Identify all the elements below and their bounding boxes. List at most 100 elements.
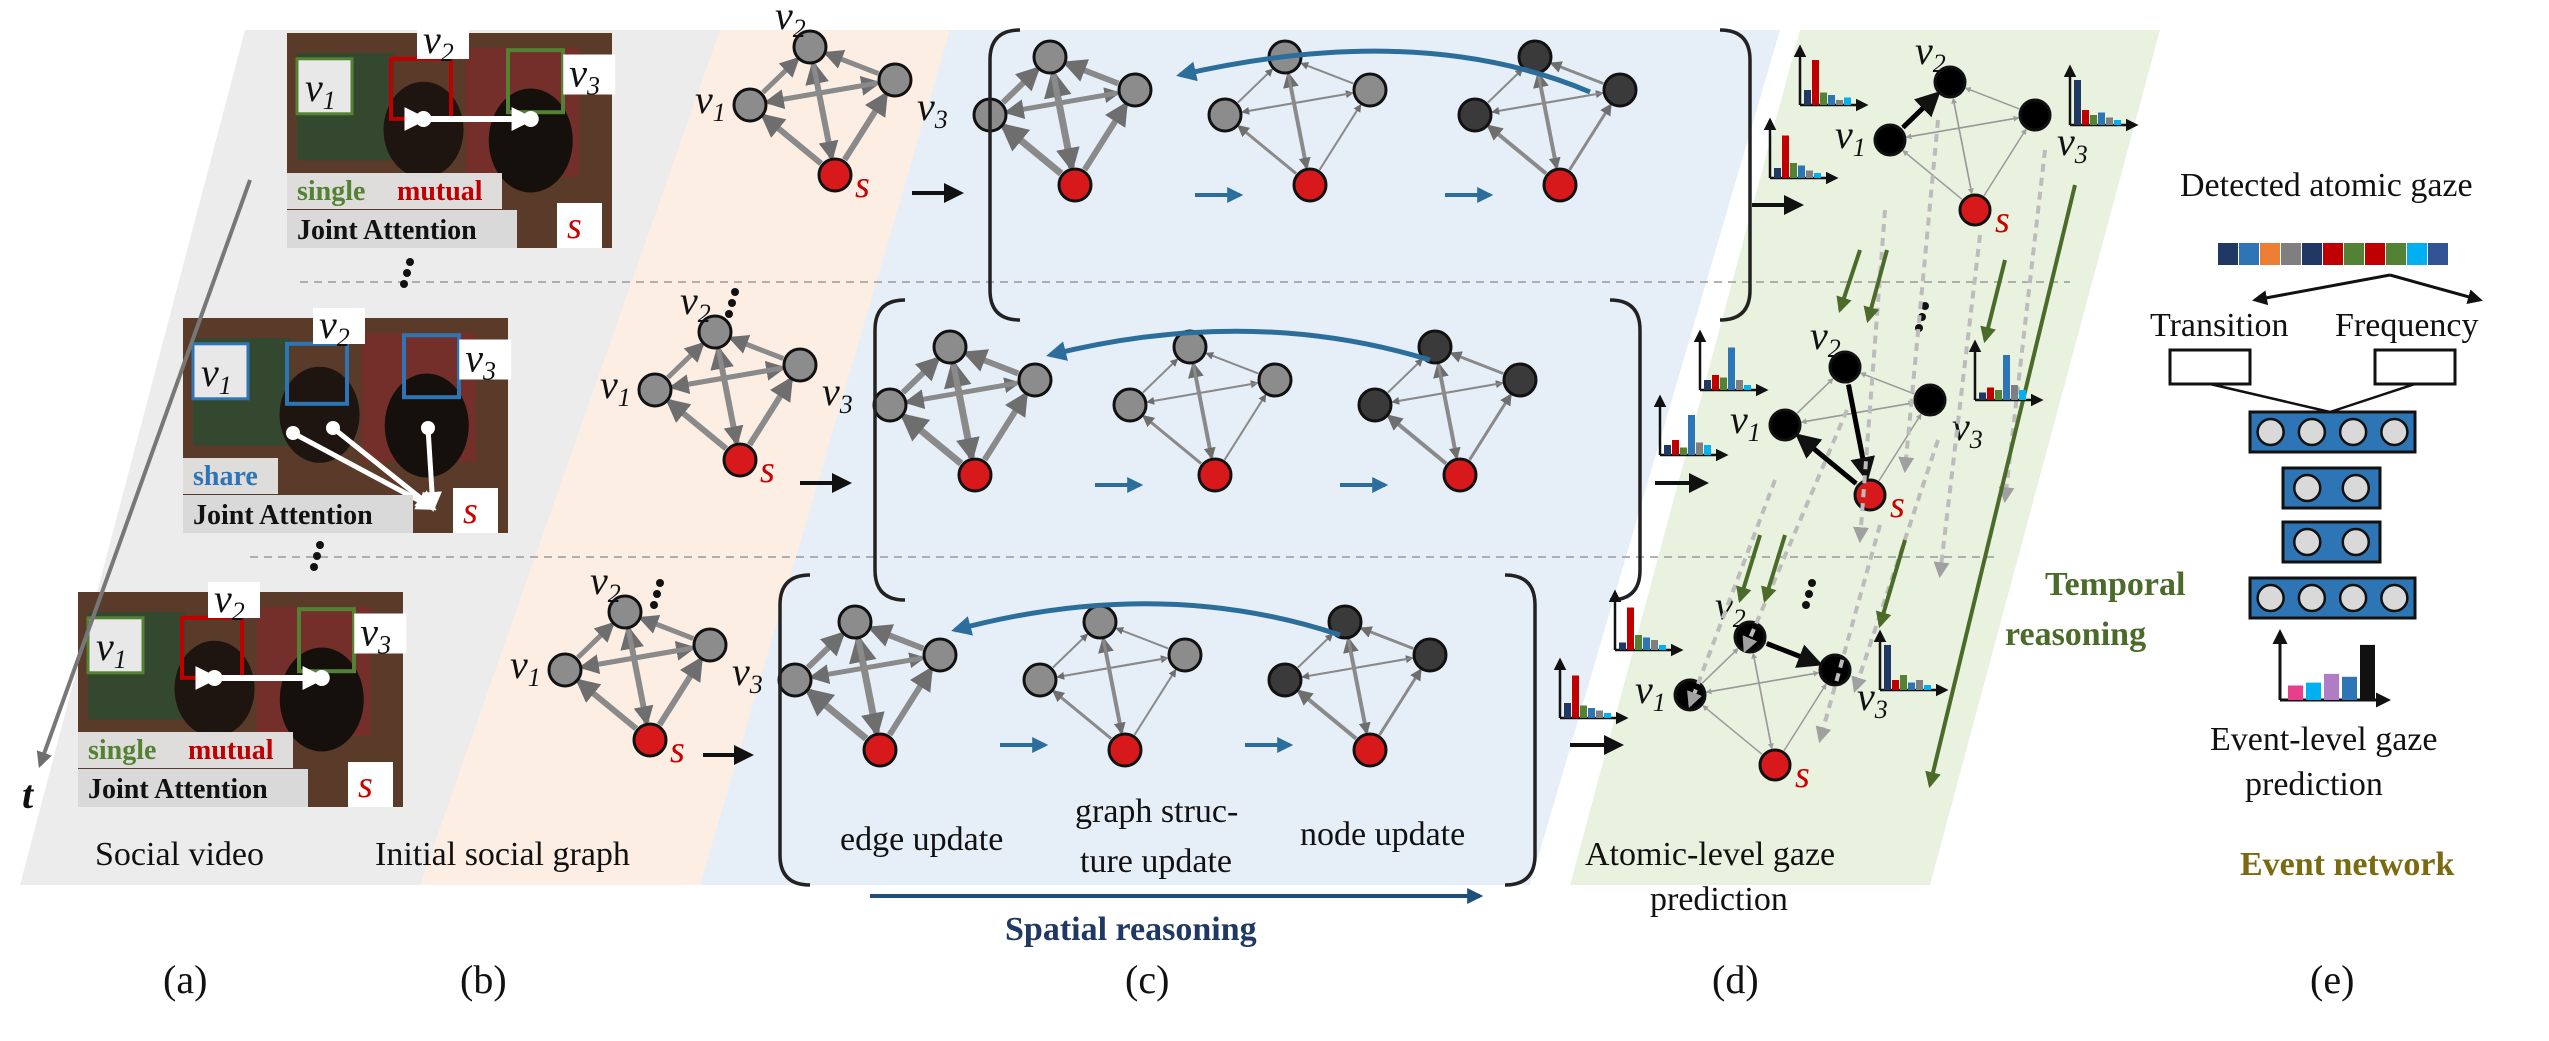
- mini-bar: [1643, 637, 1650, 650]
- person-bbox: [402, 333, 461, 400]
- neuron: [2338, 417, 2368, 447]
- graph-edge: [1702, 705, 1763, 755]
- network-layer-4: [2248, 576, 2417, 620]
- graph-edge: [1237, 68, 1274, 104]
- gaze-arrow: [422, 427, 442, 512]
- mini-bar: [1680, 447, 1687, 455]
- mini-bar: [1572, 675, 1579, 718]
- label-bg: [313, 308, 365, 344]
- graph-edge: [1905, 117, 2019, 140]
- mini-bar-chart-1: [1793, 44, 1869, 112]
- gaze-origin: [326, 421, 340, 435]
- graph-edge: [1142, 414, 1203, 465]
- graph-edge: [1223, 393, 1267, 461]
- gaze-origin: [522, 111, 539, 127]
- neuron: [2341, 527, 2370, 557]
- graph-edge: [810, 64, 839, 162]
- graph-node-v2: [1417, 329, 1453, 365]
- graph-node-v1: [732, 87, 768, 123]
- graph-edge: [1052, 633, 1089, 669]
- node-label-v1: v1: [510, 642, 541, 692]
- graph-edge: [1101, 639, 1126, 735]
- tag-strip: [287, 173, 502, 209]
- neuron: [2341, 473, 2370, 503]
- label-bg: [453, 488, 498, 533]
- graph-node-s: [1107, 732, 1143, 768]
- graph-node-v2: [1933, 65, 1967, 99]
- graph-edge: [715, 349, 744, 447]
- node-label-v3: v3: [917, 84, 948, 134]
- neuron: [2293, 527, 2322, 557]
- node-label-s: s: [358, 764, 373, 806]
- mini-bar: [1635, 635, 1642, 650]
- node-label-v3: v3: [360, 610, 391, 660]
- graph-node-v3: [1913, 383, 1947, 417]
- graph-edge: [1318, 103, 1362, 171]
- mini-bar: [1844, 97, 1851, 105]
- graph-edge: [1568, 103, 1612, 171]
- node-label-s: s: [1795, 754, 1810, 796]
- graph-edge: [903, 380, 1018, 410]
- mini-bar: [2114, 120, 2121, 125]
- hist-bar: [2324, 673, 2339, 700]
- mini-bar-chart-6: [1968, 339, 2044, 407]
- graph-node-s: [1853, 478, 1887, 512]
- graph-edge: [657, 656, 703, 727]
- graph-node-s: [1197, 457, 1233, 493]
- graph-node-v2: [932, 329, 968, 365]
- structure-update-graph-3: [1022, 604, 1203, 768]
- mini-bar: [1744, 385, 1751, 390]
- node-label-v1: v1: [201, 350, 232, 400]
- time-axis-label: t: [22, 772, 35, 817]
- neuron: [2256, 417, 2285, 447]
- network-layer-1: [2248, 410, 2417, 454]
- mini-bar: [1806, 170, 1813, 178]
- graph-edge: [1237, 124, 1298, 175]
- graph-node-v3: [1167, 637, 1203, 673]
- mini-bar: [1664, 445, 1671, 455]
- mini-bar-charts: [1553, 44, 2139, 725]
- graph-node-v1: [872, 387, 908, 423]
- node-label-v1: v1: [695, 77, 726, 127]
- sequence-cell: [2344, 243, 2364, 265]
- mini-bar: [2011, 385, 2018, 400]
- panel-letter-b: (b): [460, 957, 507, 1002]
- person-bbox: [86, 616, 145, 675]
- mini-bar-chart-4: [1693, 329, 1769, 397]
- panel-letter-c: (c): [1125, 957, 1169, 1002]
- graph-edge: [1296, 689, 1358, 741]
- hist-bar: [2360, 644, 2375, 700]
- graph-edge: [1859, 372, 1915, 395]
- mini-bar: [1672, 440, 1679, 455]
- sequence-cell: [2260, 243, 2280, 265]
- node-label-v2: v2: [1715, 583, 1746, 633]
- graph-edge: [575, 678, 639, 731]
- neuron: [2297, 583, 2327, 613]
- graph-edge: [1346, 639, 1371, 735]
- hist-bar: [2342, 676, 2357, 700]
- graph-edge: [1387, 358, 1424, 394]
- graph-node-v1: [1673, 678, 1707, 712]
- node-label-v1: v1: [1730, 397, 1761, 447]
- graph-edge: [666, 341, 705, 380]
- graph-edge: [999, 122, 1064, 177]
- joint-attention-label: Joint Attention: [297, 215, 477, 246]
- split-arrows: [2252, 273, 2483, 306]
- step-graph-structure-2: ture update: [1080, 843, 1232, 880]
- graph-node-v2: [697, 314, 733, 350]
- graph-edge: [1486, 124, 1548, 176]
- graph-edge: [1378, 668, 1422, 736]
- mini-bar: [1924, 685, 1931, 690]
- mini-bar: [1812, 60, 1819, 105]
- graph-edge: [804, 687, 869, 742]
- graph-node-s: [1542, 167, 1578, 203]
- mini-bar-chart-9: [1873, 629, 1949, 697]
- node-label-v2: v2: [319, 302, 350, 352]
- tag-left: single: [297, 176, 365, 207]
- joint-attention-label: Joint Attention: [193, 500, 373, 531]
- graph-edge: [805, 631, 846, 670]
- mini-bar: [1782, 135, 1789, 178]
